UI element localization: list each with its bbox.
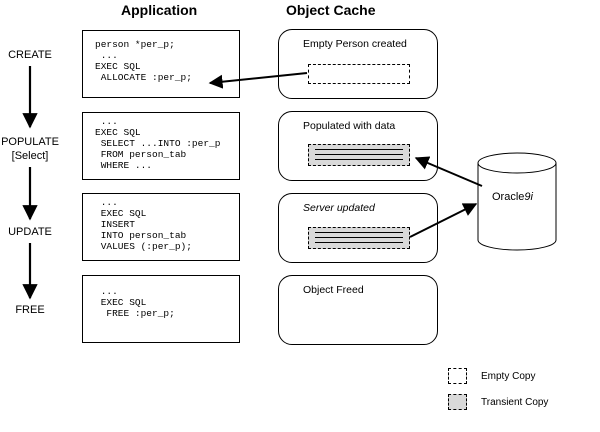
code-line: ...	[95, 116, 118, 127]
stage-populate-label: POPULATE	[1, 136, 59, 148]
cache-box-free: Object Freed	[278, 275, 438, 345]
legend-empty-label: Empty Copy	[481, 371, 536, 382]
code-line: INSERT	[95, 219, 135, 230]
database-label: Oracle9i	[492, 191, 534, 203]
empty-copy	[308, 64, 410, 84]
cache-box-title: Empty Person created	[303, 38, 407, 50]
legend-transient-label: Transient Copy	[481, 397, 549, 408]
stage-update: UPDATE	[0, 225, 60, 239]
cache-box-populate: Populated with data	[278, 111, 438, 181]
stage-populate-sublabel: [Select]	[11, 150, 49, 162]
code-block-free: ... EXEC SQL FREE :per_p;	[82, 275, 240, 343]
code-block-populate: ... EXEC SQL SELECT ...INTO :per_p FROM …	[82, 112, 240, 180]
code-block-update: ... EXEC SQL INSERT INTO person_tab VALU…	[82, 193, 240, 261]
stage-free-label: FREE	[15, 304, 45, 316]
code-line: ...	[95, 197, 118, 208]
code-line: EXEC SQL	[95, 127, 141, 138]
legend-empty-swatch	[448, 368, 467, 384]
code-line: EXEC SQL	[95, 61, 141, 72]
code-line: EXEC SQL	[95, 208, 147, 219]
stage-update-label: UPDATE	[8, 226, 52, 238]
code-line: ALLOCATE :per_p;	[95, 72, 192, 83]
database-cylinder: Oracle9i	[477, 152, 557, 251]
code-line: FROM person_tab	[95, 149, 187, 160]
allocate-arrow	[208, 72, 308, 89]
stage-create-label: CREATE	[8, 49, 52, 61]
cache-box-create: Empty Person created	[278, 29, 438, 99]
cache-box-title: Server updated	[303, 202, 375, 214]
code-line: FREE :per_p;	[95, 308, 175, 319]
cache-box-update: Server updated	[278, 193, 438, 263]
code-block-create: person *per_p; ... EXEC SQL ALLOCATE :pe…	[82, 30, 240, 98]
cache-box-title: Populated with data	[303, 120, 396, 132]
code-line: INTO person_tab	[95, 230, 187, 241]
populate-arrow	[414, 156, 483, 187]
stage-populate: POPULATE [Select]	[0, 135, 60, 163]
update-arrow	[409, 203, 478, 238]
cache-box-title: Object Freed	[303, 284, 364, 296]
transient-copy	[308, 227, 410, 249]
code-line: EXEC SQL	[95, 297, 147, 308]
application-header: Application	[121, 2, 198, 18]
code-line: ...	[95, 50, 118, 61]
code-line: VALUES (:per_p);	[95, 241, 192, 252]
object-cache-header: Object Cache	[286, 2, 376, 18]
code-line: person *per_p;	[95, 39, 175, 50]
code-line: SELECT ...INTO :per_p	[95, 138, 221, 149]
stage-free: FREE	[0, 303, 60, 317]
stage-create: CREATE	[0, 48, 60, 62]
transient-copy	[308, 144, 410, 166]
code-line: WHERE ...	[95, 160, 153, 171]
legend-transient-swatch	[448, 394, 467, 410]
code-line: ...	[95, 286, 118, 297]
